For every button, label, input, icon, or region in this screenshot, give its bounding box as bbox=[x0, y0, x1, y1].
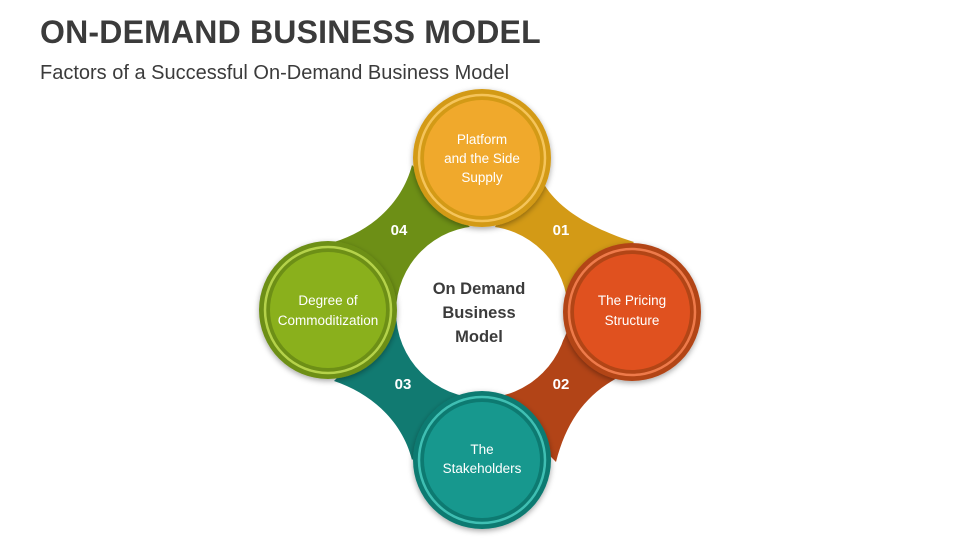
center-label-line3: Model bbox=[455, 328, 503, 346]
node-commoditization: Degree of Commoditization bbox=[259, 241, 397, 379]
node-commoditization-line2: Commoditization bbox=[278, 313, 379, 328]
segment-number-03: 03 bbox=[395, 376, 412, 393]
segment-number-04: 04 bbox=[391, 222, 408, 239]
node-platform-supply: Platform and the Side Supply bbox=[413, 89, 551, 227]
node-platform-line1: Platform bbox=[457, 132, 507, 147]
node-stakeholders-line2: Stakeholders bbox=[443, 461, 522, 476]
node-platform-line2: and the Side bbox=[444, 151, 520, 166]
node-platform-line3: Supply bbox=[461, 170, 503, 185]
node-stakeholders-line1: The bbox=[470, 442, 493, 457]
node-commoditization-line1: Degree of bbox=[298, 293, 358, 308]
node-pricing-line1: The Pricing bbox=[598, 293, 666, 308]
node-stakeholders: The Stakeholders bbox=[413, 391, 551, 529]
center-label-line2: Business bbox=[442, 304, 515, 322]
page-subtitle: Factors of a Successful On-Demand Busine… bbox=[40, 62, 510, 84]
node-pricing-structure: The Pricing Structure bbox=[563, 243, 701, 381]
segment-number-01: 01 bbox=[553, 222, 570, 239]
center-disc bbox=[396, 226, 568, 398]
center-label-line1: On Demand bbox=[433, 280, 526, 298]
page-title: ON-DEMAND BUSINESS MODEL bbox=[40, 14, 541, 50]
node-pricing-line2: Structure bbox=[605, 313, 660, 328]
segment-number-02: 02 bbox=[553, 376, 570, 393]
